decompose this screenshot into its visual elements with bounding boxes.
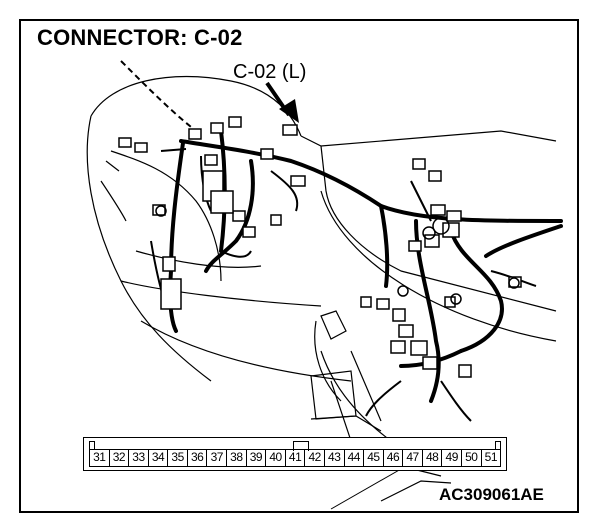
- ring-terminals: [155, 205, 520, 305]
- pointer-arrow: [265, 81, 299, 123]
- connector-key: [293, 441, 309, 451]
- pin-cell: 49: [442, 450, 462, 466]
- pin-cell: 48: [423, 450, 443, 466]
- figure-code: AC309061AE: [439, 485, 544, 504]
- connector-latch-right: [495, 441, 501, 449]
- pin-cell: 41: [286, 450, 306, 466]
- pin-cell: 46: [384, 450, 404, 466]
- pin-cell: 47: [403, 450, 423, 466]
- pin-cell: 45: [364, 450, 384, 466]
- pin-cell: 34: [149, 450, 169, 466]
- pin-cell: 40: [266, 450, 286, 466]
- connector-callout-label: C-02 (L): [233, 61, 307, 83]
- wire-harness: [168, 129, 563, 403]
- pin-cell: 43: [325, 450, 345, 466]
- pin-cell: 44: [345, 450, 365, 466]
- leader-line: [330, 468, 402, 510]
- pin-cell: 37: [207, 450, 228, 466]
- connector-blocks: [118, 116, 522, 378]
- dashed-guide: [120, 60, 197, 132]
- pin-cell: 33: [129, 450, 149, 466]
- pin-cell: 39: [247, 450, 267, 466]
- pin-cell: 32: [110, 450, 130, 466]
- connector-latch-left: [89, 441, 95, 449]
- pin-cell: 35: [168, 450, 188, 466]
- pin-cell: 36: [188, 450, 208, 466]
- pin-cell: 38: [227, 450, 247, 466]
- page-title: CONNECTOR: C-02: [37, 25, 243, 50]
- pin-cell: 50: [462, 450, 482, 466]
- pin-cell: 42: [305, 450, 325, 466]
- pin-cell: 31: [90, 450, 110, 466]
- pin-cell: 51: [484, 450, 498, 464]
